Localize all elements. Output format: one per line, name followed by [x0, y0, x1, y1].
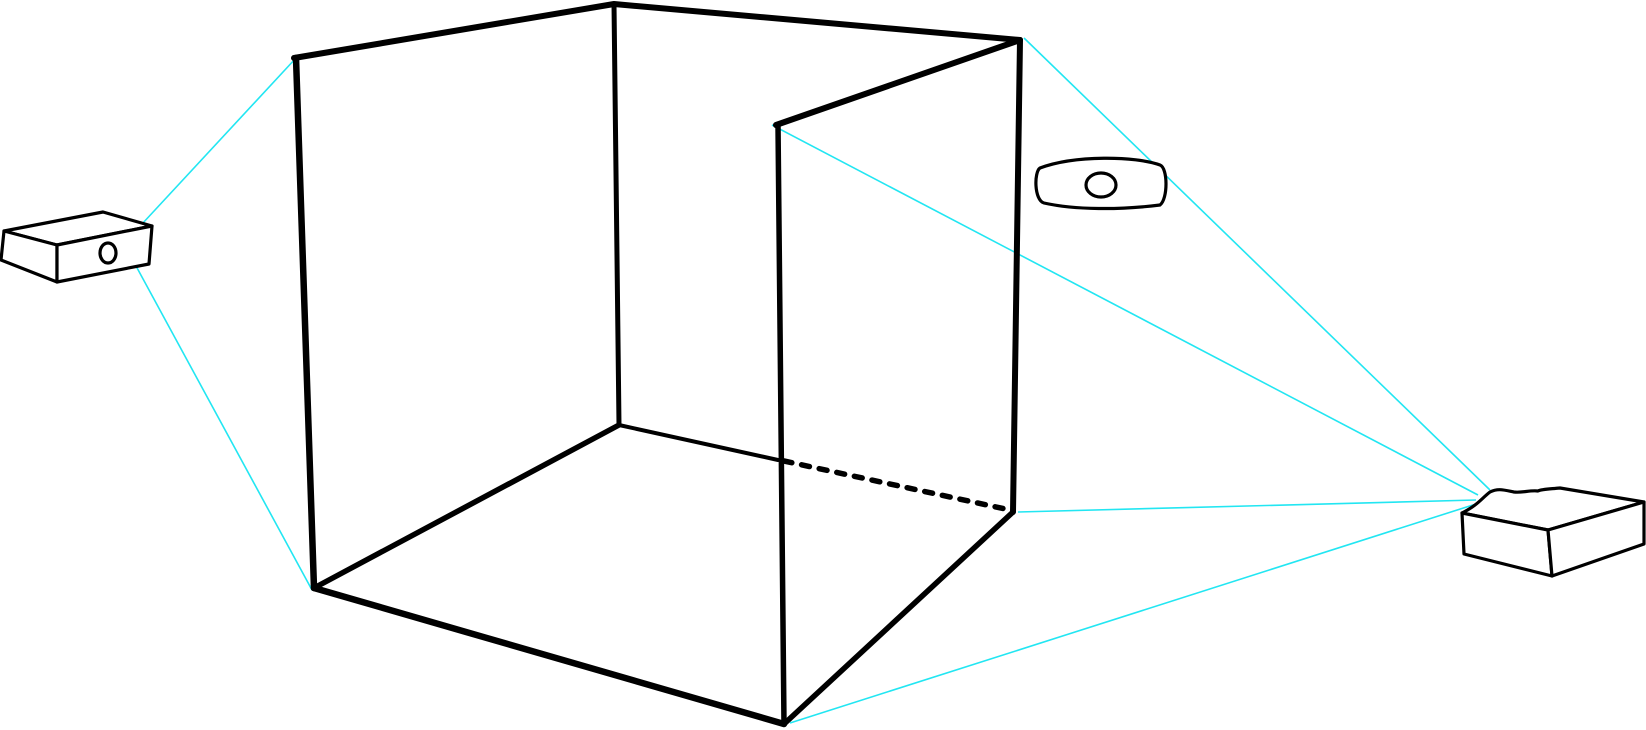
wall-top-edge — [773, 37, 1023, 128]
ray-right-to-corner-top — [1023, 37, 1491, 491]
right-projector-front — [1546, 500, 1646, 578]
right-vertical-edge — [1010, 37, 1023, 515]
floor-left-edge — [311, 422, 622, 591]
floor-back-hidden-edge — [781, 458, 1013, 513]
right-projector-icon — [1460, 486, 1646, 578]
floor-back-edge — [617, 423, 780, 462]
left-projector-icon — [0, 210, 154, 284]
projection-rays — [135, 37, 1491, 724]
ray-left-bottom — [135, 265, 313, 591]
back-top-edge — [291, 1, 1023, 61]
floor-front-edge — [310, 584, 788, 728]
wall-vertical-edge — [775, 122, 787, 727]
floor-right-edge — [781, 509, 1016, 727]
right-projector-top — [1460, 486, 1646, 532]
left-vertical-edge — [292, 54, 318, 592]
room-box — [291, 1, 1023, 728]
ceiling-projector-lens — [1084, 171, 1118, 199]
left-projector-lens — [98, 241, 118, 265]
back-vertical-edge — [611, 1, 622, 428]
ray-right-to-wall-mid — [1017, 499, 1477, 513]
ray-right-to-floor-corner — [789, 503, 1477, 724]
ray-right-to-wall-top — [771, 124, 1479, 496]
ceiling-projector-icon — [1034, 156, 1168, 211]
ray-left-top — [141, 57, 297, 225]
